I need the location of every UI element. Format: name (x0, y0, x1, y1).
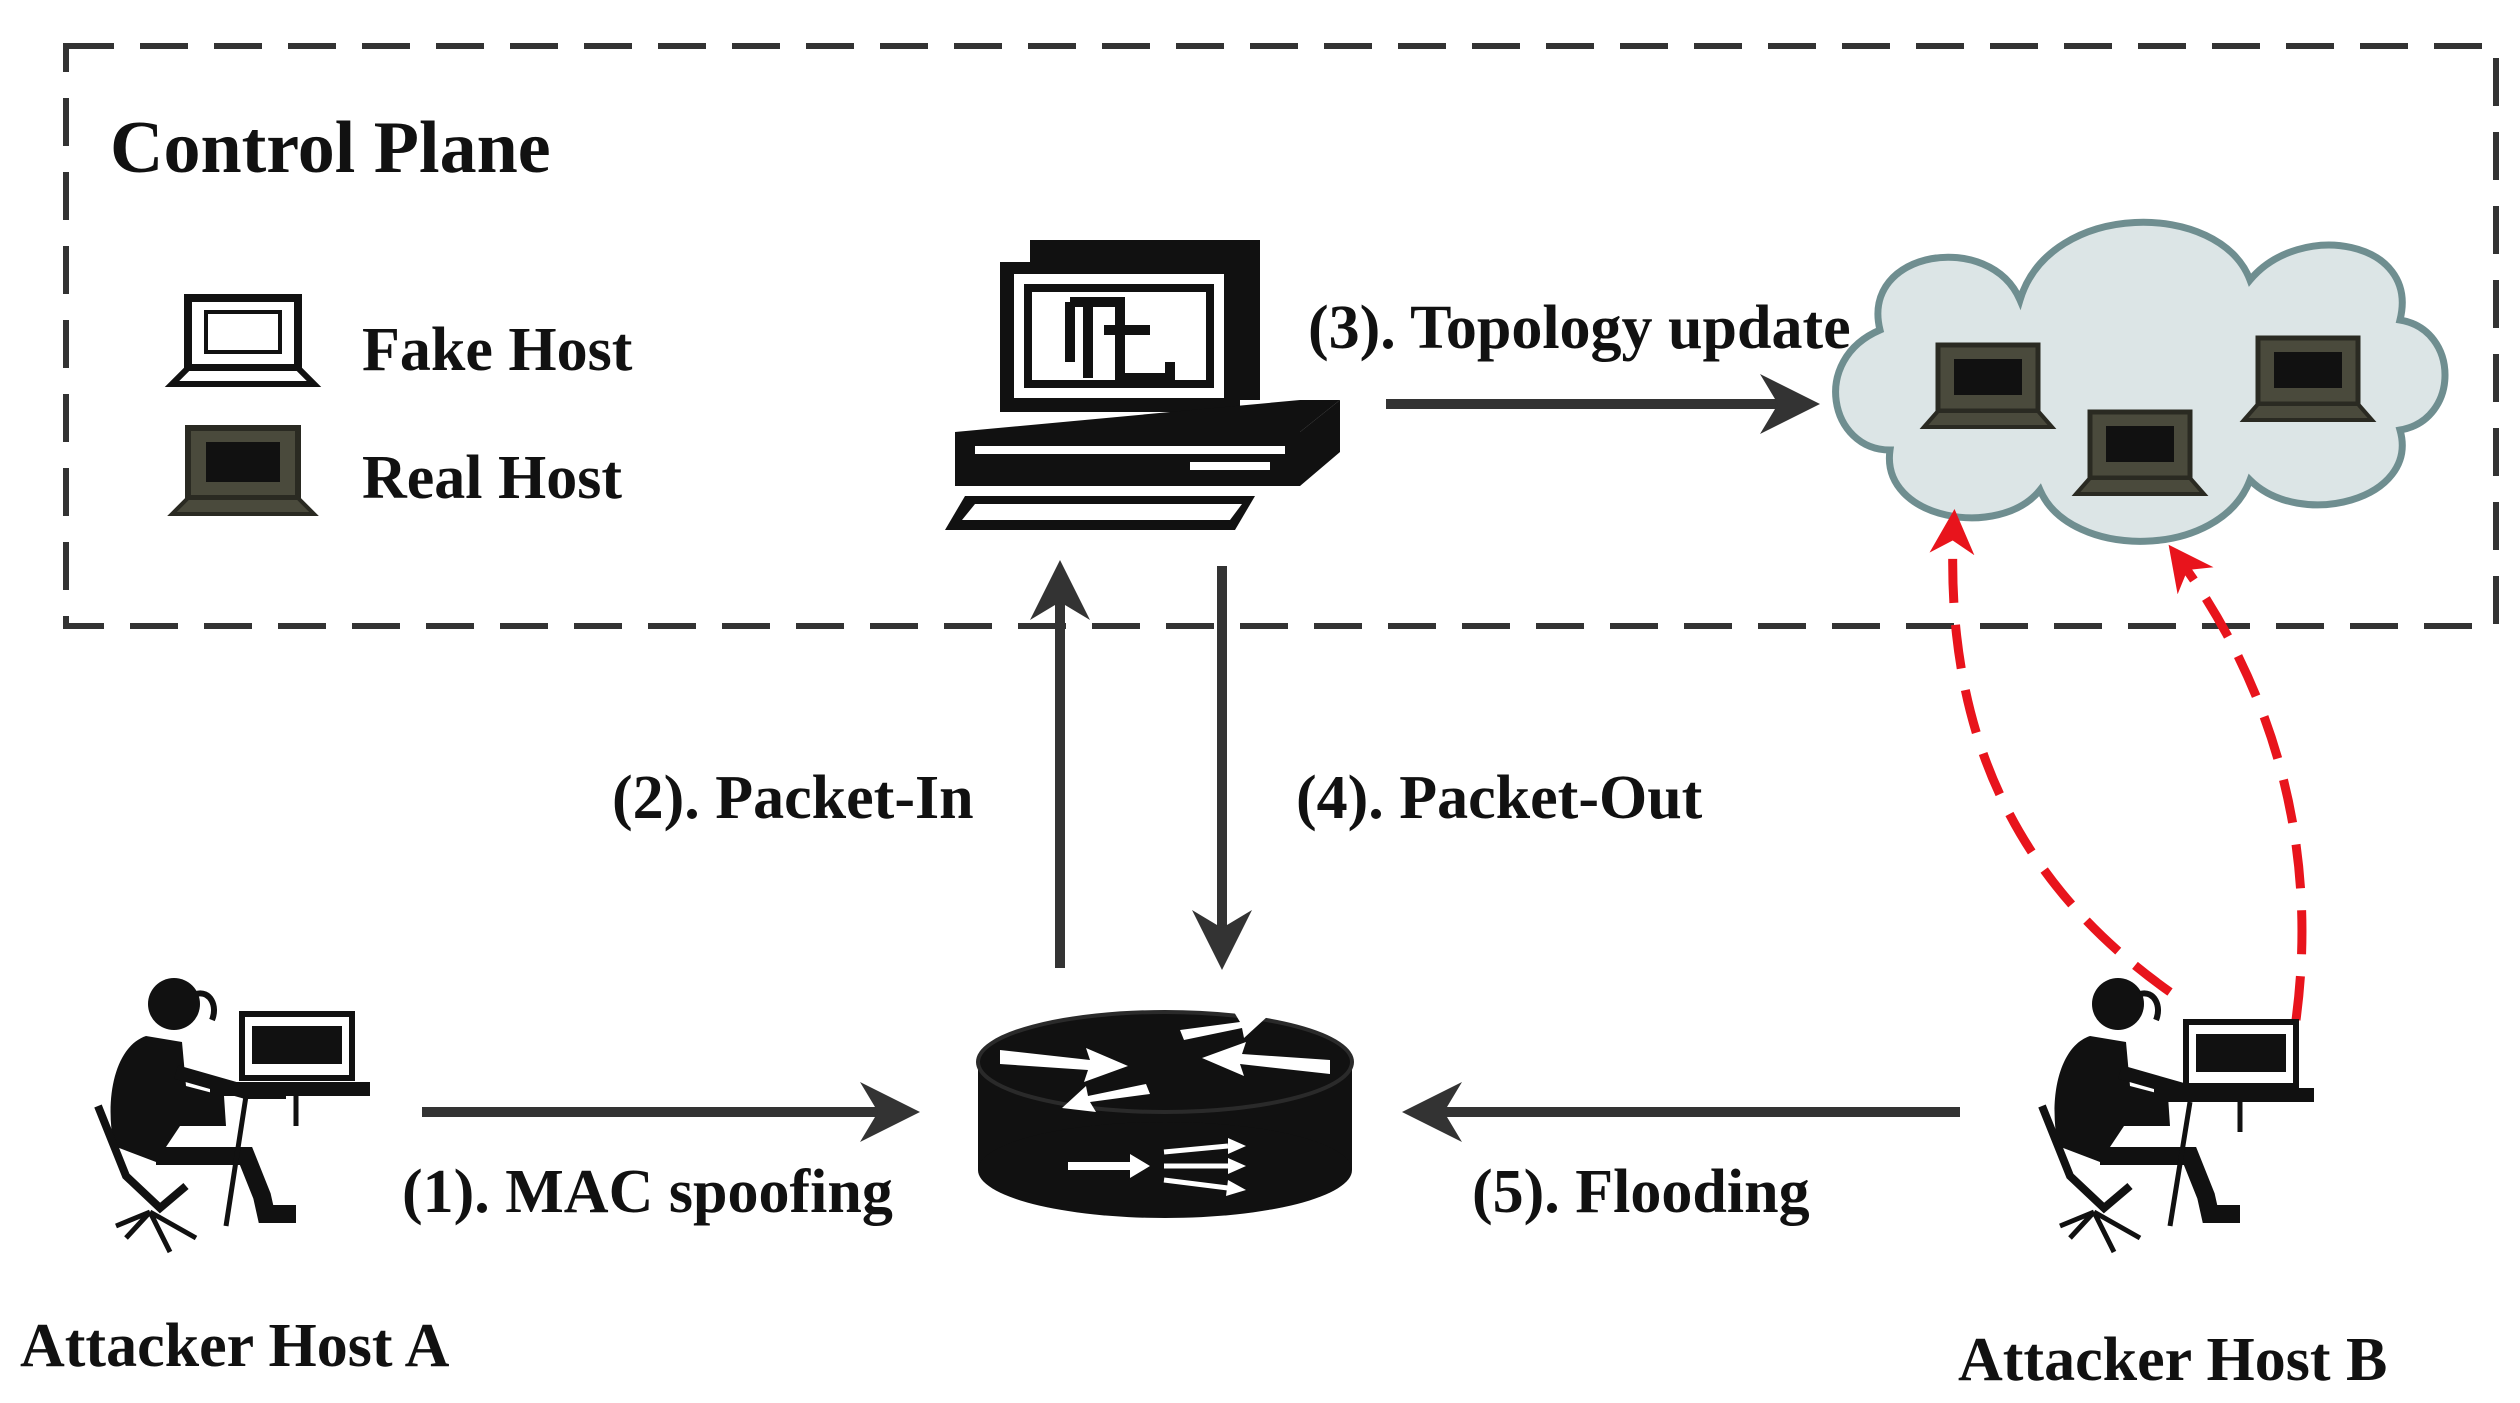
cloud-real-host-icon-1 (1919, 342, 2057, 429)
cloud-real-host-icon-2 (2071, 409, 2209, 496)
legend-real-host-label: Real Host (362, 444, 622, 512)
control-plane-title: Control Plane (110, 107, 551, 189)
attacker-host-a-label: Attacker Host A (20, 1312, 450, 1380)
switch-router-icon (976, 1010, 1354, 1218)
topology-update-label: (3). Topology update (1308, 294, 1851, 362)
legend-fake-host-icon (164, 294, 322, 387)
packet-in-label: (2). Packet-In (612, 764, 974, 832)
attack-arrow-left (1929, 509, 2173, 996)
cloud-real-host-icon-3 (2239, 335, 2377, 422)
packet-out-label: (4). Packet-Out (1296, 764, 1703, 832)
control-plane-border (63, 43, 2499, 629)
flooding-label: (5). Flooding (1472, 1158, 1810, 1226)
controller-computer-icon (945, 240, 1340, 530)
attacker-host-b-icon (2038, 978, 2314, 1254)
mac-spoofing-label: (1). MAC spoofing (402, 1158, 893, 1226)
network-cloud (1832, 218, 2449, 545)
attack-arrow-right (2168, 544, 2307, 1021)
legend-fake-host-label: Fake Host (362, 316, 633, 384)
legend-real-host-icon (167, 425, 319, 516)
attacker-host-a-icon (94, 978, 370, 1254)
attacker-host-b-label: Attacker Host B (1958, 1326, 2387, 1394)
